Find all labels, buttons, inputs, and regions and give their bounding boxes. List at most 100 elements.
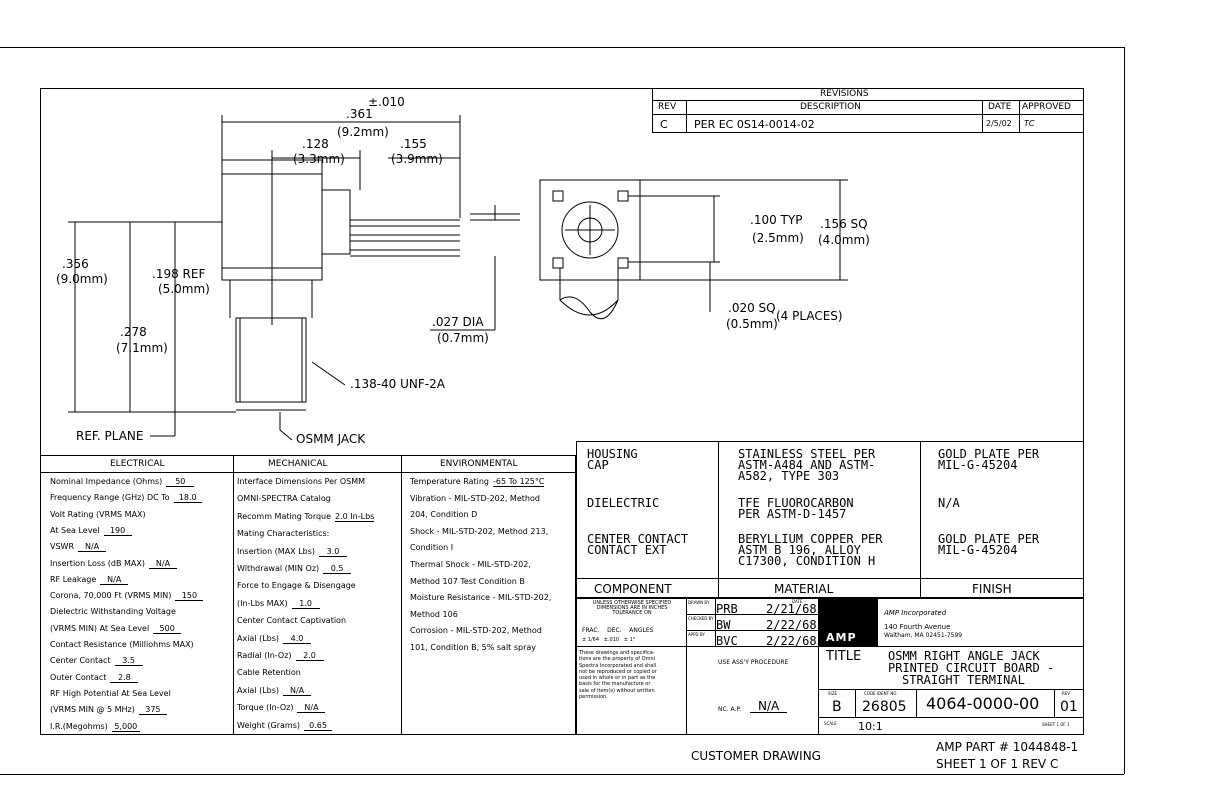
dim-027: .027 DIA xyxy=(432,315,484,329)
dim-155-mm: (3.9mm) xyxy=(391,152,443,166)
spec-label: Corrosion - MIL-STD-202, Method xyxy=(410,626,542,636)
sheet-right-border xyxy=(1124,47,1125,774)
spec-label: (VRMS MIN @ 5 MHz) xyxy=(50,705,135,715)
spec-label: Frequency Range (GHz) DC To xyxy=(50,493,170,503)
material-finish: GOLD PLATE PER MIL-G-45204 xyxy=(938,447,1040,472)
spec-value: N/A xyxy=(100,575,129,585)
date-approved: 2/22/68 xyxy=(766,634,817,648)
spec-label: Method 107 Test Condition B xyxy=(410,576,525,586)
spec-value: 2.0 In-Lbs xyxy=(335,511,375,522)
spec-row: Interface Dimensions Per OSMM xyxy=(237,478,365,486)
sheet-small: SHEET 1 OF 1 xyxy=(1042,722,1070,727)
spec-value: 0.5 xyxy=(323,565,352,574)
use-assy-procedure: USE ASS'Y PROCEDURE xyxy=(718,659,789,666)
spec-row: Mating Characteristics: xyxy=(237,530,329,538)
rev-header: REV xyxy=(658,102,677,112)
spec-value: 4.0 xyxy=(283,634,312,644)
tolerance-cols: FRAC. DEC. ANGLES xyxy=(582,627,654,634)
spec-label: Radial (In-Oz) xyxy=(237,651,292,660)
material-material: TFE FLUOROCARBON PER ASTM-D-1457 xyxy=(738,496,854,521)
revision-rev: C xyxy=(660,118,668,131)
nc-ap-value: N/A xyxy=(750,700,788,713)
osmm-jack-label: OSMM JACK xyxy=(296,432,366,446)
spec-row: Contact Resistance (Milliohms MAX) xyxy=(50,641,194,649)
spec-row: Force to Engage & Disengage xyxy=(237,582,356,590)
center-contact-circle xyxy=(561,201,619,259)
materials-table xyxy=(576,441,1084,598)
spec-label: Dielectric Withstanding Voltage xyxy=(50,607,176,617)
dim-198-mm: (5.0mm) xyxy=(158,282,210,296)
customer-drawing: CUSTOMER DRAWING xyxy=(691,749,821,763)
spec-label: RF Leakage xyxy=(50,574,97,584)
spec-label: Nominal Impedance (Ohms) xyxy=(50,477,163,486)
spec-label: Axial (Lbs) xyxy=(237,685,280,695)
spec-label: Condition I xyxy=(410,543,454,553)
drawn-by: PRB xyxy=(716,602,738,616)
spec-value: 3.5 xyxy=(114,657,143,667)
dim-128: .128 xyxy=(302,137,329,151)
rev-value: 01 xyxy=(1060,699,1078,715)
dim-156-mm: (4.0mm) xyxy=(818,233,870,247)
spec-label: Method 106 xyxy=(410,609,458,619)
date-checked: 2/22/68 xyxy=(766,618,817,632)
spec-row: Center Contact Captivation xyxy=(237,617,346,625)
material-material: BERYLLIUM COPPER PER ASTM B 196, ALLOY C… xyxy=(738,532,883,568)
title-line3: STRAIGHT TERMINAL xyxy=(902,673,1025,687)
proprietary-notice: These drawings and specifica- tions are … xyxy=(579,650,657,700)
material-component: DIELECTRIC xyxy=(587,496,660,510)
spec-label: Torque (In-Oz) xyxy=(237,703,294,713)
spec-row: Volt Rating (VRMS MAX) xyxy=(50,510,146,519)
spec-label: Cable Retention xyxy=(237,668,301,678)
thread-callout: .138-40 UNF-2A xyxy=(350,377,445,391)
spec-label: 101, Condition B, 5% salt spray xyxy=(410,643,537,652)
finish-header: FINISH xyxy=(972,582,1012,596)
spec-row: Thermal Shock - MIL-STD-202, xyxy=(410,561,531,569)
spec-row: Nominal Impedance (Ohms)50 xyxy=(50,477,195,487)
spec-row: Vibration - MIL-STD-202, Method xyxy=(410,494,540,503)
spec-label: VSWR xyxy=(50,542,75,552)
spec-row: Dielectric Withstanding Voltage xyxy=(50,608,176,616)
approved-label: APPD BY xyxy=(688,632,705,637)
dim-198: .198 REF xyxy=(152,267,206,281)
dim-155: .155 xyxy=(400,137,427,151)
spec-label: Insertion (MAX Lbs) xyxy=(237,546,316,556)
revision-description: PER EC 0S14-0014-02 xyxy=(694,118,815,131)
spec-row: Radial (In-Oz)2.0 xyxy=(237,652,324,661)
threaded-section xyxy=(235,317,307,403)
dim-128-mm: (3.3mm) xyxy=(293,152,345,166)
spec-row: I.R.(Megohms)5,000 xyxy=(50,722,140,732)
spec-value: 2.8 xyxy=(110,673,139,683)
spec-label: Mating Characteristics: xyxy=(237,529,330,539)
sheet-rev: SHEET 1 OF 1 REV C xyxy=(936,757,1059,771)
spec-label: Thermal Shock - MIL-STD-202, xyxy=(410,560,531,569)
dim-361-mm: (9.2mm) xyxy=(337,125,389,139)
spec-row: Withdrawal (MIN Oz)0.5 xyxy=(237,565,352,574)
spec-label: Moisture Resistance - MIL-STD-202, xyxy=(410,593,552,603)
sheet-top-border xyxy=(0,47,1124,48)
rev-label: REV xyxy=(1062,691,1071,696)
spec-label: Corona, 70,000 Ft (VRMS MIN) xyxy=(50,591,172,601)
spec-value: 500 xyxy=(153,624,182,634)
dim-tolerance: ±.010 xyxy=(368,95,405,109)
spec-row: Method 107 Test Condition B xyxy=(410,576,525,586)
spec-label: Weight (Grams) xyxy=(237,720,301,730)
front-view-square xyxy=(539,179,641,281)
spec-label: Insertion Loss (dB MAX) xyxy=(50,558,145,568)
spec-value: N/A xyxy=(148,559,177,569)
spec-row: (In-Lbs MAX)1.0 xyxy=(237,599,320,609)
date-drawn: 2/21/68 xyxy=(766,602,817,616)
dim-278: .278 xyxy=(120,325,147,339)
title-line2: PRINTED CIRCUIT BOARD - xyxy=(888,661,1055,675)
drawn-by-label: DRAWN BY xyxy=(688,600,710,605)
mechanical-header: MECHANICAL xyxy=(268,459,328,469)
material-finish: N/A xyxy=(938,496,960,510)
size-label: SIZE xyxy=(828,691,837,696)
date-header: DATE xyxy=(988,102,1012,112)
spec-label: Center Contact Captivation xyxy=(237,616,347,626)
spec-row: Axial (Lbs)4.0 xyxy=(237,634,312,644)
spec-row: (VRMS MIN @ 5 MHz)375 xyxy=(50,705,167,716)
amp-logo xyxy=(818,598,878,646)
spec-row: Insertion (MAX Lbs)3.0 xyxy=(237,546,348,557)
